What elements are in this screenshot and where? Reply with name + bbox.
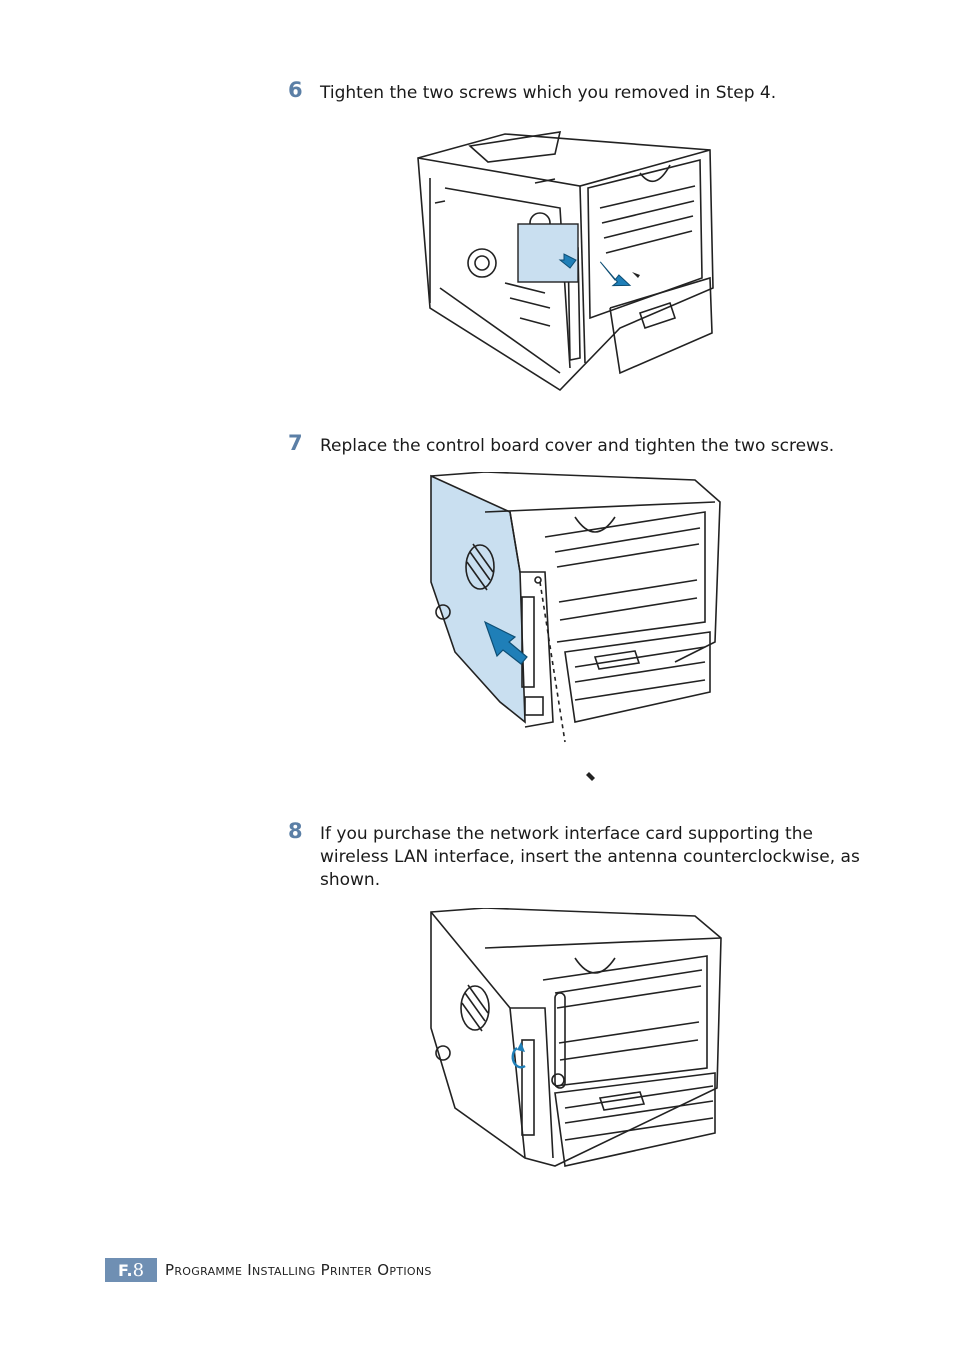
printer-antenna-image bbox=[430, 908, 722, 1167]
chapter-title: Programme Installing Printer Options bbox=[165, 1261, 432, 1279]
antenna bbox=[554, 992, 566, 1089]
page-badge: F.8 bbox=[105, 1258, 157, 1282]
printer-illustration-antenna bbox=[425, 908, 725, 1173]
printer-illustration-screws bbox=[410, 128, 720, 393]
printer-rear-open-image bbox=[417, 131, 714, 392]
step-text: Tighten the two screws which you removed… bbox=[320, 83, 777, 103]
step-number: 6 bbox=[288, 78, 303, 102]
printer-illustration-cover bbox=[425, 472, 725, 787]
rotate-arrow-icon bbox=[511, 1047, 526, 1069]
page-footer: F.8 Programme Installing Printer Options bbox=[105, 1258, 432, 1282]
badge-page-number: 8 bbox=[132, 1259, 145, 1281]
printer-rear-cover-image bbox=[430, 472, 721, 781]
step-number: 7 bbox=[288, 431, 303, 455]
control-board bbox=[517, 223, 579, 283]
step-text: Replace the control board cover and tigh… bbox=[320, 436, 835, 456]
insert-arrow-icon bbox=[483, 620, 528, 665]
step-number: 8 bbox=[288, 819, 303, 843]
badge-letter: F. bbox=[117, 1260, 133, 1280]
step-text: If you purchase the network interface ca… bbox=[320, 824, 860, 890]
